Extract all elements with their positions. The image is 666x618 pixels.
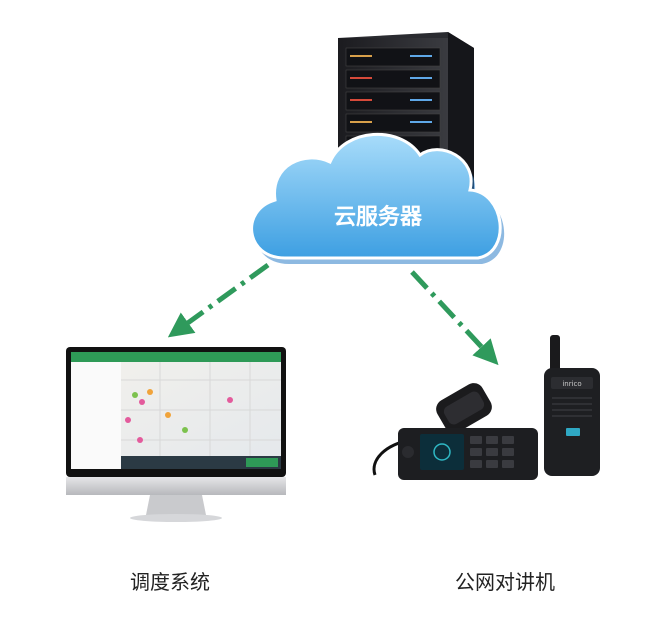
speaker-grille bbox=[552, 397, 592, 417]
public-network-radio-label: 公网对讲机 bbox=[455, 570, 555, 594]
monitor-map-icon bbox=[66, 347, 286, 522]
radio-screen bbox=[420, 434, 464, 470]
app-sidebar bbox=[71, 362, 121, 469]
dispatch-system-label: 调度系统 bbox=[130, 570, 210, 594]
server-leds bbox=[350, 55, 432, 123]
radio-keys bbox=[470, 436, 514, 468]
arrow-to-radio bbox=[410, 270, 499, 366]
server-bays bbox=[345, 47, 441, 155]
cloud-label: 云服务器 bbox=[334, 205, 423, 230]
arrow-to-dispatch bbox=[167, 262, 270, 338]
handheld-radio-icon: inrico bbox=[544, 335, 600, 476]
map-roads bbox=[121, 362, 281, 469]
app-status-bar bbox=[121, 456, 281, 469]
radio-devices-icon: inrico bbox=[372, 335, 600, 480]
map-markers bbox=[125, 389, 233, 443]
radio-brand: inrico bbox=[562, 380, 581, 388]
app-header-bar bbox=[71, 352, 281, 362]
cloud-icon bbox=[250, 133, 505, 264]
microphone-icon bbox=[436, 383, 492, 433]
